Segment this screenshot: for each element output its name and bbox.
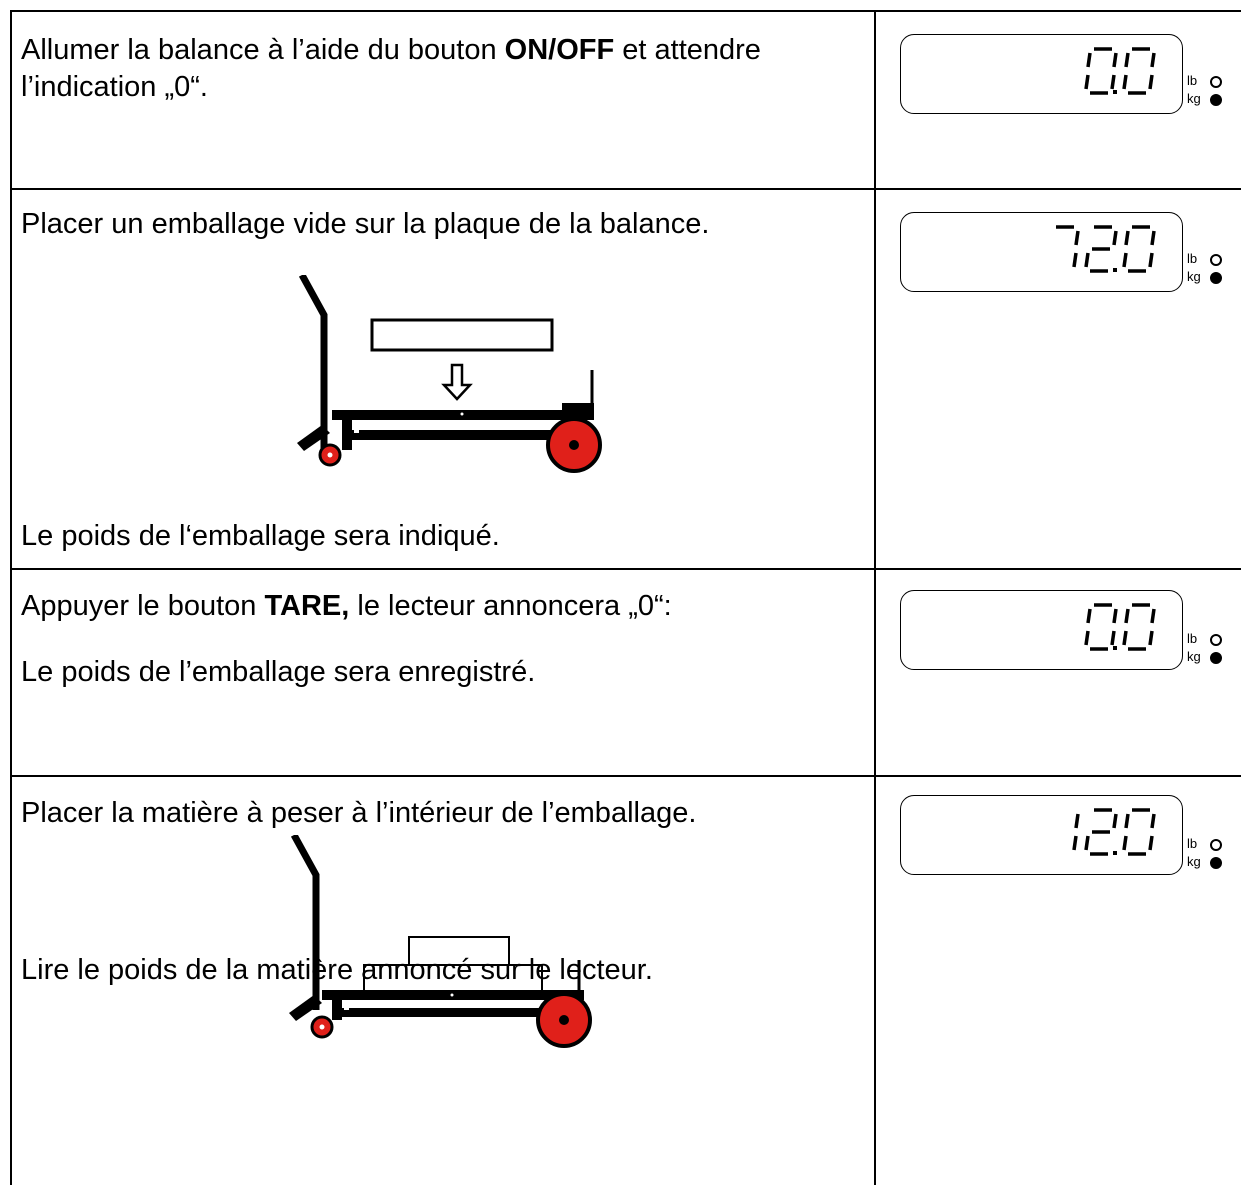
package-box [370, 318, 554, 352]
segment-f [1124, 52, 1130, 68]
segment-b [1074, 813, 1080, 829]
step-2-line-1: Placer un emballage vide sur la plaque d… [21, 208, 710, 240]
step-2-line-bottom: Le poids de l‘emballage sera indiqué. [21, 520, 500, 552]
kg-indicator-icon [1210, 93, 1222, 106]
scale-display-4 [900, 795, 1183, 875]
unit-indicator-4: lb kg [1187, 835, 1222, 871]
step-1-display-cell: lb kg [876, 12, 1241, 188]
cart-empty-package-illustration [297, 275, 602, 473]
step-4-text-cell: Placer la matière à peser à l’intérieur … [10, 777, 876, 1185]
kg-label: kg [1187, 854, 1201, 869]
step-3-text-cell: Appuyer le bouton TARE, le lecteur annon… [10, 570, 876, 775]
lb-label: lb [1187, 631, 1198, 646]
segment-c [1148, 74, 1154, 90]
lb-label: lb [1187, 251, 1198, 266]
material-box [408, 936, 510, 966]
segment-e [1122, 74, 1128, 90]
segment-c [1072, 835, 1078, 851]
segment-b [1112, 813, 1118, 829]
lb-label: lb [1187, 836, 1198, 851]
segment-e [1122, 252, 1128, 268]
kg-label: kg [1187, 649, 1201, 664]
lb-indicator-icon [1210, 75, 1222, 88]
decimal-point [1113, 268, 1117, 272]
cart-filled-package-illustration [289, 835, 592, 1048]
kg-indicator-icon [1210, 651, 1222, 664]
step-row-2: Placer un emballage vide sur la plaque d… [10, 188, 1241, 568]
segment-f [1124, 813, 1130, 829]
lb-label: lb [1187, 73, 1198, 88]
segment-c [1148, 252, 1154, 268]
step-4-line-bottom: Lire le poids de la matière annoncé sur … [21, 954, 653, 986]
display-readout-3 [1084, 603, 1156, 651]
step-row-1: Allumer la balance à l’aide du bouton ON… [10, 10, 1241, 188]
lb-indicator-icon [1210, 838, 1222, 851]
step-2-display-cell: lb kg [876, 190, 1241, 568]
kg-label: kg [1187, 91, 1201, 106]
down-arrow-icon [441, 363, 473, 401]
segment-e [1084, 630, 1090, 646]
segment-f [1124, 230, 1130, 246]
segment-b [1112, 608, 1118, 624]
segment-c [1110, 74, 1116, 90]
segment-e [1084, 835, 1090, 851]
step-1-line-2: l’indication „0“. [21, 71, 208, 103]
segment-b [1150, 608, 1156, 624]
segment-e [1122, 835, 1128, 851]
decimal-point [1113, 646, 1117, 650]
kg-indicator-icon [1210, 271, 1222, 284]
segment-f [1086, 608, 1092, 624]
display-readout-2 [1056, 225, 1156, 273]
decimal-point [1113, 851, 1117, 855]
segment-b [1150, 230, 1156, 246]
scale-display-1 [900, 34, 1183, 114]
unit-indicator-3: lb kg [1187, 630, 1222, 666]
segment-e [1084, 74, 1090, 90]
lb-indicator-icon [1210, 253, 1222, 266]
segment-c [1148, 835, 1154, 851]
segment-f [1086, 52, 1092, 68]
step-row-4: Placer la matière à peser à l’intérieur … [10, 775, 1241, 1185]
segment-b [1112, 52, 1118, 68]
segment-b [1074, 230, 1080, 246]
segment-c [1148, 630, 1154, 646]
unit-indicator-2: lb kg [1187, 250, 1222, 286]
step-row-3: Appuyer le bouton TARE, le lecteur annon… [10, 568, 1241, 775]
segment-c [1072, 252, 1078, 268]
kg-indicator-icon [1210, 856, 1222, 869]
segment-e [1122, 630, 1128, 646]
segment-e [1084, 252, 1090, 268]
step-4-line-1: Placer la matière à peser à l’intérieur … [21, 797, 697, 829]
step-4-display-cell: lb kg [876, 777, 1241, 1185]
segment-b [1150, 52, 1156, 68]
step-3-line-1: Appuyer le bouton TARE, le lecteur annon… [21, 590, 672, 622]
step-3-display-cell: lb kg [876, 570, 1241, 775]
kg-label: kg [1187, 269, 1201, 284]
decimal-point [1113, 90, 1117, 94]
display-readout-4 [1072, 808, 1156, 856]
scale-display-3 [900, 590, 1183, 670]
lb-indicator-icon [1210, 633, 1222, 646]
step-1-text-cell: Allumer la balance à l’aide du bouton ON… [10, 12, 876, 188]
segment-b [1150, 813, 1156, 829]
segment-b [1112, 230, 1118, 246]
step-1-line-1: Allumer la balance à l’aide du bouton ON… [21, 34, 761, 66]
segment-f [1124, 608, 1130, 624]
segment-c [1110, 630, 1116, 646]
unit-indicator-1: lb kg [1187, 72, 1222, 108]
display-readout-1 [1084, 47, 1156, 95]
scale-display-2 [900, 212, 1183, 292]
step-3-line-2: Le poids de l’emballage sera enregistré. [21, 656, 536, 688]
package-box [363, 964, 543, 994]
instruction-table: Allumer la balance à l’aide du bouton ON… [10, 10, 1241, 1185]
step-2-text-cell: Placer un emballage vide sur la plaque d… [10, 190, 876, 568]
